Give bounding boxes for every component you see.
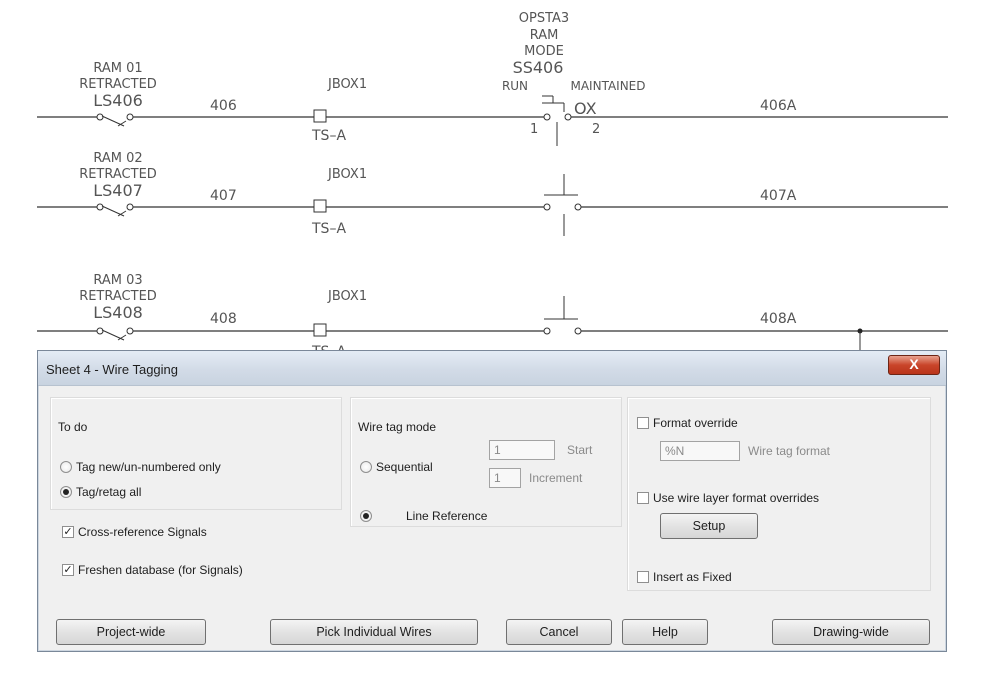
dialog-title: Sheet 4 - Wire Tagging [46,362,178,377]
wire-tag-format-label: Wire tag format [748,444,831,458]
insert-as-fixed-label[interactable]: Insert as Fixed [653,570,732,584]
sequential-label[interactable]: Sequential [376,460,433,474]
device-name: RAM 03 [93,273,142,288]
device-name: RAM 01 [93,61,142,76]
device-state: RETRACTED [79,289,157,304]
jbox-label: JBOX1 [327,77,367,92]
jbox-label: JBOX1 [327,289,367,304]
close-icon: X [909,356,919,372]
setup-button[interactable]: Setup [660,513,758,539]
project-wide-button[interactable]: Project-wide [56,619,206,645]
freshen-database-checkbox[interactable]: ✓ [62,564,74,576]
increment-input[interactable]: 1 [489,468,521,488]
pick-individual-wires-button[interactable]: Pick Individual Wires [270,619,478,645]
selector-tag: SS406 [513,58,564,77]
close-button[interactable]: X [888,355,940,375]
help-button[interactable]: Help [622,619,708,645]
cross-reference-label[interactable]: Cross-reference Signals [78,525,207,539]
cancel-button[interactable]: Cancel [506,619,612,645]
todo-heading: To do [58,420,88,434]
device-name: RAM 02 [93,151,142,166]
wire-tag-mode-heading: Wire tag mode [358,420,437,434]
start-input[interactable]: 1 [489,440,555,460]
schematic-drawing: OPSTA3 RAM MODE SS406 RUN MAINTAINED OX … [37,11,948,360]
device-tag: LS408 [93,303,143,322]
maintained-label: MAINTAINED [570,79,645,93]
device-state: RETRACTED [79,77,157,92]
wire-number: 406 [210,98,237,114]
pin2-label: 2 [592,122,600,137]
rung-408: RAM 03 RETRACTED LS408 408 JBOX1 TS–A 40… [37,273,948,360]
wire-number-out: 407A [760,188,797,204]
run-label: RUN [502,79,528,93]
wire-tag-mode-panel: Wire tag mode Sequential 1 Start 1 Incre… [350,397,622,527]
opsta-mode-label: MODE [524,44,564,59]
wire-layer-overrides-label[interactable]: Use wire layer format overrides [653,491,820,505]
wire-number: 408 [210,311,237,327]
device-tag: LS407 [93,181,143,200]
opsta-label: OPSTA3 [519,11,569,26]
cross-reference-checkbox[interactable]: ✓ [62,526,74,538]
increment-label: Increment [529,471,583,485]
wire-tagging-dialog: Sheet 4 - Wire Tagging X To do Tag new/u… [37,350,947,652]
tag-new-label[interactable]: Tag new/un-numbered only [76,460,221,474]
tag-new-radio[interactable] [60,461,72,473]
line-reference-radio[interactable] [360,510,372,522]
opsta-ram-label: RAM [530,28,559,43]
wire-number-out: 406A [760,98,797,114]
wire-tag-format-input[interactable]: %N [660,441,740,461]
terminal-strip-label: TS–A [311,128,346,144]
device-tag: LS406 [93,91,143,110]
wire-layer-overrides-checkbox[interactable] [637,492,649,504]
tag-all-label[interactable]: Tag/retag all [76,485,142,499]
todo-panel: To do Tag new/un-numbered only Tag/retag… [50,397,342,510]
jbox-label: JBOX1 [327,167,367,182]
rung-406: RAM 01 RETRACTED LS406 406 JBOX1 TS–A 40… [37,61,948,146]
insert-as-fixed-checkbox[interactable] [637,571,649,583]
format-override-label[interactable]: Format override [653,416,738,430]
ox-label: OX [574,99,597,118]
dialog-titlebar[interactable]: Sheet 4 - Wire Tagging X [38,351,946,386]
wire-number: 407 [210,188,237,204]
tag-all-radio[interactable] [60,486,72,498]
format-override-checkbox[interactable] [637,417,649,429]
rung-407: RAM 02 RETRACTED LS407 407 JBOX1 TS–A 40… [37,151,948,237]
start-label: Start [567,443,593,457]
sequential-radio[interactable] [360,461,372,473]
pin1-label: 1 [530,122,538,137]
format-panel: Format override %N Wire tag format Use w… [627,397,931,591]
wire-number-out: 408A [760,311,797,327]
line-reference-label[interactable]: Line Reference [406,509,488,523]
device-state: RETRACTED [79,167,157,182]
drawing-wide-button[interactable]: Drawing-wide [772,619,930,645]
terminal-strip-label: TS–A [311,221,346,237]
freshen-database-label[interactable]: Freshen database (for Signals) [78,563,243,577]
